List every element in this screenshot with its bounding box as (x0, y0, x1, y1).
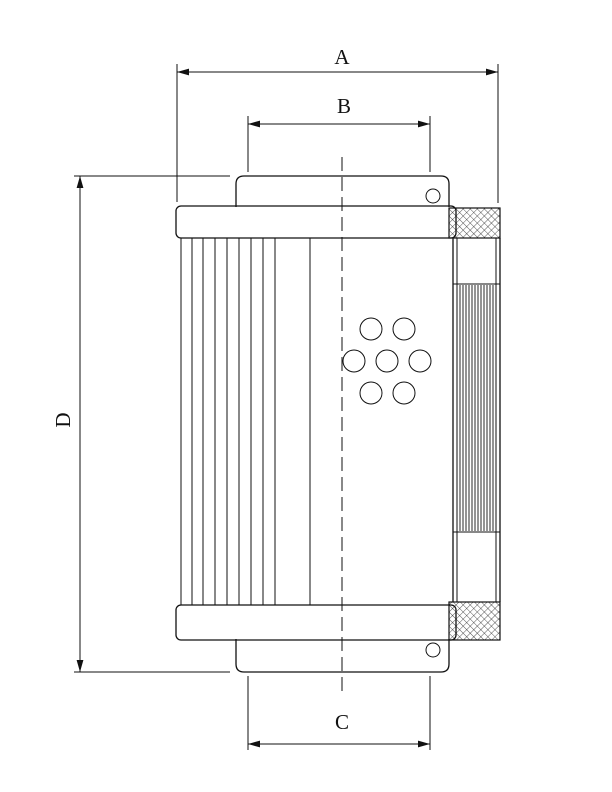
perforation-hole (359, 317, 383, 341)
dim-d-arrow-bottom-icon (76, 660, 84, 672)
top-seal-crosshatch (448, 207, 501, 239)
pleat-lines (180, 238, 311, 605)
dim-a-arrow-left-icon (177, 68, 189, 76)
dim-c-arrow-left-icon (248, 740, 260, 748)
perforation-hole (375, 349, 399, 373)
top-oring (425, 188, 441, 204)
bottom-seal-crosshatch (448, 601, 501, 641)
perforation-hole (359, 381, 383, 405)
perforation-holes (342, 317, 432, 405)
perforation-hole (342, 349, 366, 373)
top-end-cap (235, 175, 450, 207)
dim-a-label: A (334, 45, 350, 69)
bottom-end-cap (235, 639, 450, 673)
perforation-hole (392, 317, 416, 341)
dim-b-arrow-left-icon (248, 120, 260, 128)
dim-c-arrow-right-icon (418, 740, 430, 748)
perforation-hole (408, 349, 432, 373)
dim-b-arrow-right-icon (418, 120, 430, 128)
dimension-d: D (51, 175, 230, 673)
dim-b-label: B (337, 94, 351, 118)
bottom-oring (425, 642, 441, 658)
dim-d-label: D (51, 412, 75, 427)
dim-a-arrow-right-icon (486, 68, 498, 76)
support-mesh (458, 285, 495, 531)
dimension-b: B (247, 94, 431, 172)
bottom-flange (175, 604, 457, 641)
outer-support-tube (452, 238, 501, 602)
dimension-c: C (247, 676, 431, 750)
dimension-a: A (176, 45, 499, 203)
perforation-hole (392, 381, 416, 405)
filter-part (175, 157, 501, 692)
top-flange (175, 205, 457, 239)
dim-d-arrow-top-icon (76, 176, 84, 188)
dim-c-label: C (335, 710, 349, 734)
